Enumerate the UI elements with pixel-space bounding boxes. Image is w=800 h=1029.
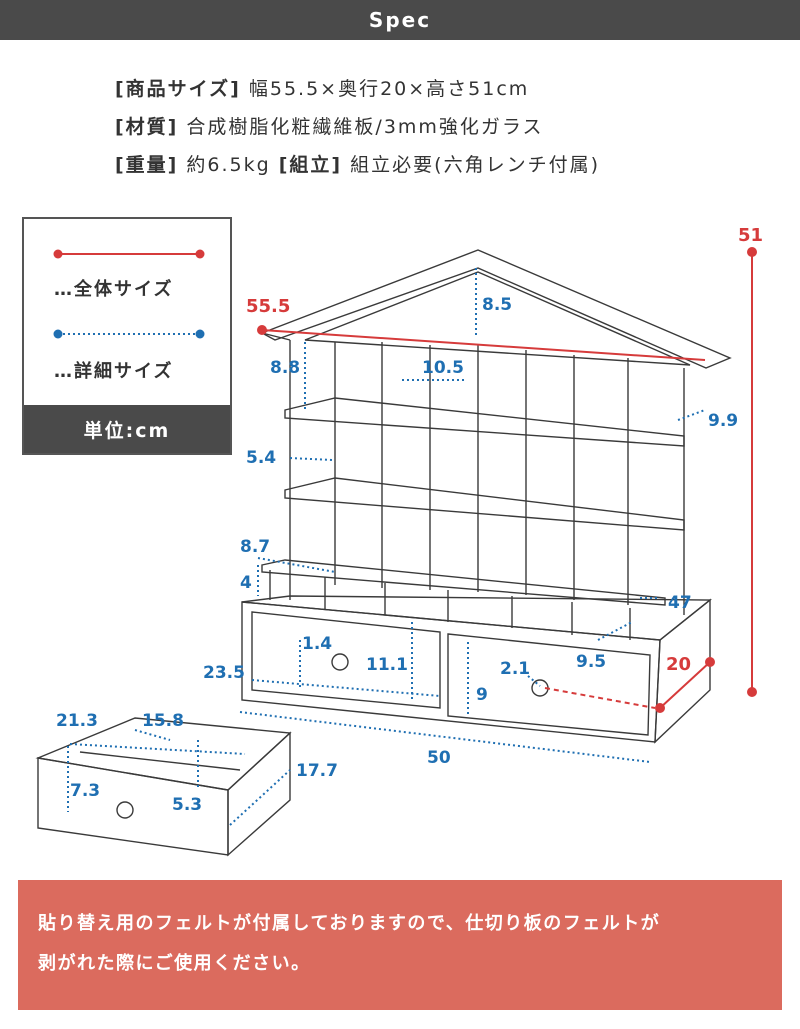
spec-weight-assembly: [重量] 約6.5kg [組立] 組立必要(六角レンチ付属) (115, 146, 755, 184)
dim-drawer-side-depth: 9.5 (576, 652, 606, 672)
dim-drawer-inner-width: 21.3 (56, 711, 98, 731)
drawer-left (251, 611, 441, 709)
dim-drawer-front-height: 9 (476, 685, 488, 705)
dim-roof-height: 8.5 (482, 295, 512, 315)
dim-rail-gap: 4 (240, 573, 252, 593)
dim-compartment-width: 10.5 (422, 358, 464, 378)
dim-rail-height: 8.7 (240, 537, 270, 557)
shelf-top (284, 397, 685, 447)
base-width-line (239, 711, 651, 763)
depth-line (659, 661, 711, 709)
inner-depth-line (134, 729, 171, 741)
dim-drawer-outer-depth: 17.7 (296, 761, 338, 781)
spec-assembly-value: 組立必要(六角レンチ付属) (350, 154, 600, 176)
spec-material: [材質] 合成樹脂化粧繊維板/3mm強化ガラス (115, 108, 755, 146)
spec-weight-value: 約6.5kg (186, 154, 271, 176)
drawer-side-line (597, 621, 633, 641)
roof (260, 249, 732, 369)
header-title: Spec (368, 8, 432, 32)
side-depth-line (677, 409, 706, 421)
depth-dot-back (705, 657, 715, 667)
spec-weight-key: [重量] (115, 154, 179, 176)
dim-total-height: 51 (738, 225, 763, 246)
inner-width-line (69, 743, 246, 755)
drawer-left-knob (331, 653, 349, 671)
dim-knob-offset: 1.4 (302, 634, 332, 654)
note-line-2: 剥がれた際にご使用ください。 (38, 953, 311, 974)
outer-depth-line (229, 769, 291, 826)
legend-unit-label: 単位:cm (83, 419, 171, 442)
spec-assembly-key: [組立] (278, 154, 343, 176)
legend-box: …全体サイズ …詳細サイズ 単位:cm (22, 217, 232, 455)
roof-left-eave (261, 332, 291, 341)
mid-row-line (289, 457, 333, 461)
header-bar: Spec (0, 0, 800, 40)
dim-base-height: 47 (668, 593, 692, 613)
base-front (241, 601, 661, 743)
legend-unit: 単位:cm (24, 405, 230, 453)
front-rail (261, 559, 666, 606)
dim-base-width: 50 (427, 748, 451, 768)
dim-drawer-inner-height-left: 7.3 (70, 781, 100, 801)
note-line-1: 貼り替え用のフェルトが付属しておりますので、仕切り板のフェルトが (38, 913, 661, 934)
dim-drawer-inner-height: 11.1 (366, 655, 408, 675)
dim-drawer-inner-depth: 15.8 (142, 711, 184, 731)
spec-material-value: 合成樹脂化粧繊維板/3mm強化ガラス (186, 116, 544, 138)
height-dot-bottom (747, 687, 757, 697)
dim-top-row-height: 8.8 (270, 358, 300, 378)
spec-size: [商品サイズ] 幅55.5×奥行20×高さ51cm (115, 70, 755, 108)
legend-lines (53, 249, 205, 339)
spec-size-value: 幅55.5×奥行20×高さ51cm (248, 78, 530, 100)
rail-height-line (257, 557, 336, 573)
height-dot-top (747, 247, 757, 257)
spec-list: [商品サイズ] 幅55.5×奥行20×高さ51cm [材質] 合成樹脂化粧繊維板… (115, 70, 755, 184)
knob-guide (544, 687, 656, 709)
drawer-width-line (251, 679, 441, 697)
loose-drawer-knob (116, 801, 134, 819)
roof-inner (304, 271, 691, 366)
detail-dimension-lines (67, 268, 706, 826)
dim-side-depth: 9.9 (708, 411, 738, 431)
dim-total-depth: 20 (666, 654, 691, 675)
furniture-outline (35, 249, 732, 857)
dim-drawer-inner-height-right: 5.3 (172, 795, 202, 815)
width-line (261, 329, 706, 361)
legend-detail-label: …詳細サイズ (54, 361, 174, 382)
note-box: 貼り替え用のフェルトが付属しておりますので、仕切り板のフェルトが 剥がれた際にご… (18, 880, 782, 1010)
overall-dimension-lines (257, 247, 757, 713)
product-diagram: 55.5 51 20 8.5 8.8 10.5 9.9 5.4 8.7 4 47… (35, 225, 763, 857)
legend-detail-dot-right (195, 329, 205, 339)
dim-drawer-width: 23.5 (203, 663, 245, 683)
spec-size-key: [商品サイズ] (115, 78, 241, 100)
dim-knob-depth: 2.1 (500, 659, 530, 679)
shelf-mid (284, 477, 685, 531)
loose-drawer-inner (79, 751, 241, 771)
legend-detail-dot-left (53, 329, 63, 339)
dim-total-width: 55.5 (246, 296, 290, 317)
dim-mid-row-height: 5.4 (246, 448, 276, 468)
depth-dot-front (655, 703, 665, 713)
legend-overall-label: …全体サイズ (54, 279, 174, 300)
legend-overall-dot-right (195, 249, 205, 259)
spec-material-key: [材質] (115, 116, 179, 138)
legend-overall-dot-left (53, 249, 63, 259)
drawer-right (447, 633, 651, 736)
width-dot-left (257, 325, 267, 335)
loose-drawer-side (227, 731, 291, 857)
